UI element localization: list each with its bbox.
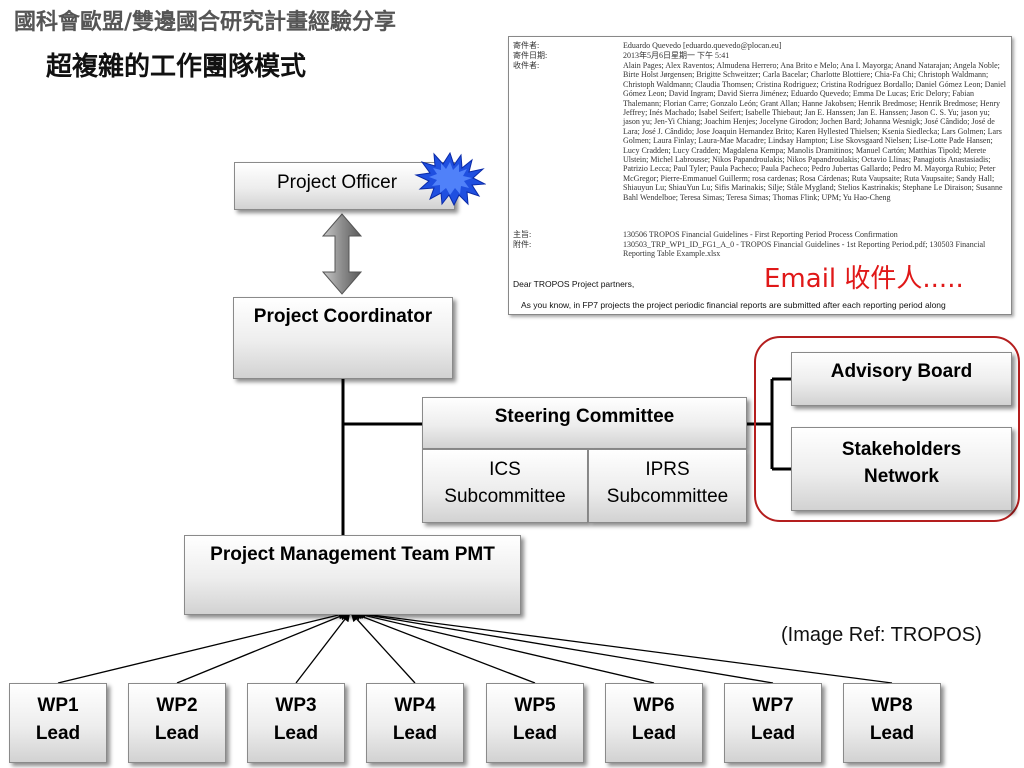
wp-arrow xyxy=(57,610,348,684)
wp-name: WP1 xyxy=(37,695,79,716)
email-recipients-annotation: Email 收件人..... xyxy=(764,264,964,294)
starburst-icon xyxy=(414,152,486,206)
wp-name: WP6 xyxy=(633,695,675,716)
page-subtitle: 超複雜的工作團隊模式 xyxy=(46,52,307,82)
pmt-box: Project Management Team PMT xyxy=(184,535,521,615)
wp-arrow xyxy=(176,611,350,684)
project-officer-box: Project Officer xyxy=(234,162,455,210)
wp-role: Lead xyxy=(273,723,319,744)
image-reference: (Image Ref: TROPOS) xyxy=(781,624,982,646)
ics-subcommittee-label: Subcommittee xyxy=(444,486,566,507)
email-date-label: 寄件日期: xyxy=(513,51,548,60)
wp-role: Lead xyxy=(154,723,200,744)
wp-role: Lead xyxy=(750,723,796,744)
iprs-subcommittee-label: Subcommittee xyxy=(606,486,729,507)
email-greeting: Dear TROPOS Project partners, xyxy=(513,279,635,289)
wp-arrow xyxy=(351,611,536,684)
steering-committee-box: Steering Committee xyxy=(422,397,747,449)
network-label: Network xyxy=(864,466,939,487)
email-to-label: 收件者: xyxy=(513,61,540,70)
wp-name: WP3 xyxy=(275,695,317,716)
steering-committee-label: Steering Committee xyxy=(494,406,675,427)
page-title: 國科會歐盟/雙邊國合研究計畫經驗分享 xyxy=(14,10,397,35)
project-coordinator-box: Project Coordinator xyxy=(233,297,453,379)
email-date-value: 2013年5月6日星期一 下午 5:41 xyxy=(623,51,730,60)
wp-role: Lead xyxy=(512,723,558,744)
wp-arrow xyxy=(356,609,893,684)
wp-name: WP7 xyxy=(752,695,794,716)
email-body-line: As you know, in FP7 projects the project… xyxy=(521,300,946,310)
wp-name: WP5 xyxy=(514,695,556,716)
iprs-label: IPRS xyxy=(645,459,690,480)
double-arrow-icon xyxy=(321,213,363,295)
wp-name: WP2 xyxy=(156,695,198,716)
pmt-wp-arrows xyxy=(57,609,893,684)
wp-arrow xyxy=(350,612,416,684)
project-officer-label: Project Officer xyxy=(277,172,398,193)
wp-role: Lead xyxy=(869,723,915,744)
wp-role: Lead xyxy=(631,723,677,744)
ics-subcommittee-box: ICS Subcommittee xyxy=(422,449,588,523)
advisory-board-box: Advisory Board xyxy=(791,352,1012,406)
wp-role: Lead xyxy=(392,723,438,744)
advisory-frame xyxy=(754,336,1020,522)
email-from-value: Eduardo Quevedo [eduardo.quevedo@plocan.… xyxy=(623,41,782,50)
wp-role: Lead xyxy=(35,723,81,744)
wp-arrow xyxy=(295,612,351,684)
wp-name: WP4 xyxy=(394,695,436,716)
email-subject-label: 主旨: xyxy=(513,230,532,239)
email-screenshot: 寄件者: Eduardo Quevedo [eduardo.quevedo@pl… xyxy=(508,36,1012,315)
pmt-label: Project Management Team PMT xyxy=(210,544,495,565)
email-from-label: 寄件者: xyxy=(513,41,540,50)
wp-arrow xyxy=(353,610,655,684)
stakeholders-label: Stakeholders xyxy=(841,439,962,460)
email-attachment-label: 附件: xyxy=(513,240,532,249)
iprs-subcommittee-box: IPRS Subcommittee xyxy=(588,449,747,523)
wp-name: WP8 xyxy=(871,695,913,716)
email-subject-value: 130506 TROPOS Financial Guidelines - Fir… xyxy=(623,230,898,239)
stakeholders-network-box: Stakeholders Network xyxy=(791,427,1012,511)
advisory-board-label: Advisory Board xyxy=(830,361,973,382)
email-to-value: Alain Pages; Alex Raventos; Almudena Her… xyxy=(623,61,1006,202)
project-coordinator-label: Project Coordinator xyxy=(253,306,433,327)
ics-label: ICS xyxy=(489,459,521,480)
email-attachment-value: 130503_TRP_WP1_ID_FG1_A_0 - TROPOS Finan… xyxy=(623,240,986,259)
wp-arrow xyxy=(354,609,774,684)
